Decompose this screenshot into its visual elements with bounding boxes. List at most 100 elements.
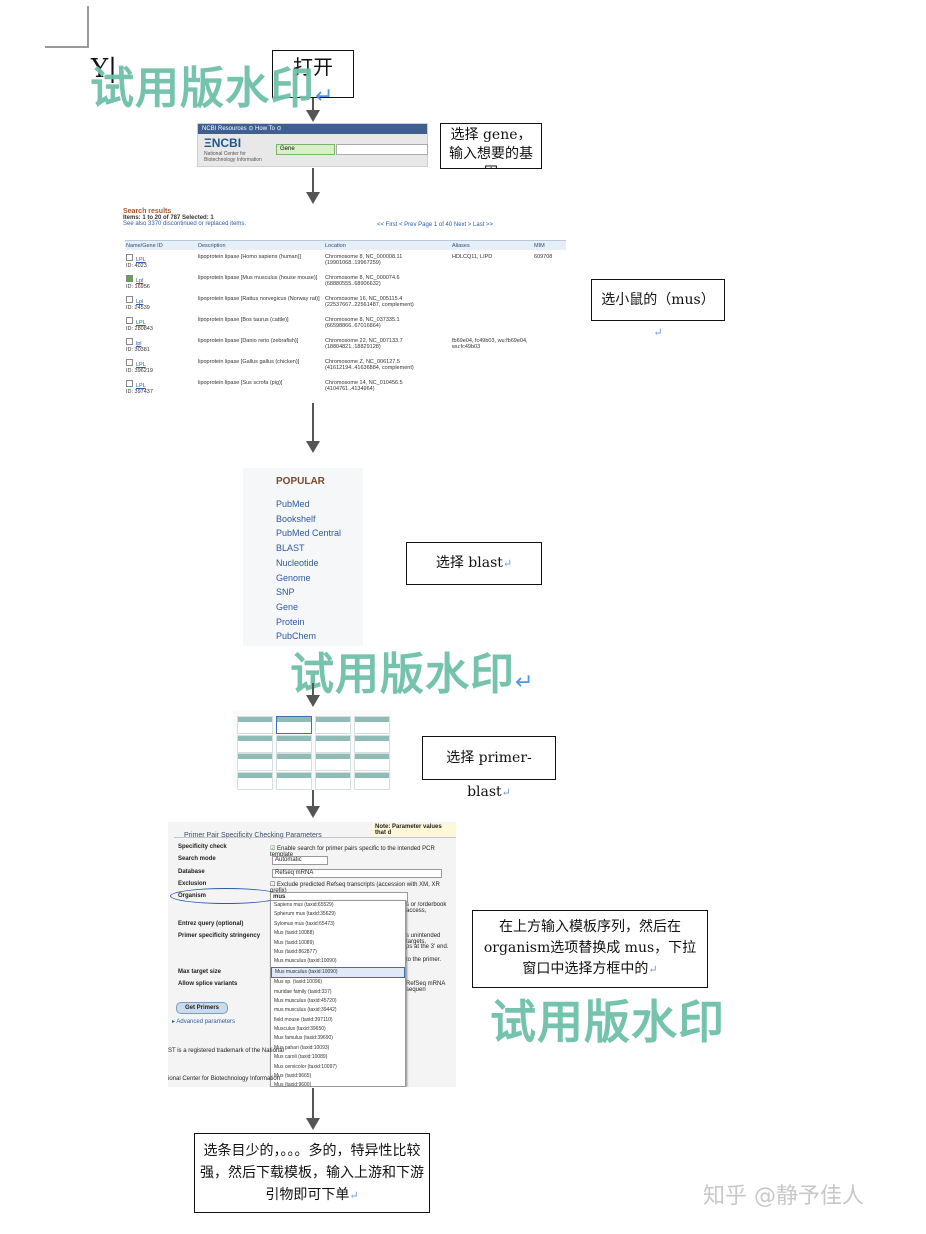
specificity-checkbox-text[interactable]: ☑ Enable search for primer pairs specifi… [270, 846, 435, 858]
dropdown-option[interactable]: Sapiens mus (taxid:65529) [274, 902, 334, 908]
specialized-search-tile[interactable] [276, 771, 312, 790]
specialized-search-tile[interactable] [237, 771, 273, 790]
row-checkbox[interactable] [126, 317, 133, 324]
specialized-search-tile[interactable] [354, 734, 390, 753]
popular-item[interactable]: Bookshelf [276, 513, 316, 524]
advanced-label: Advanced parameters [176, 1019, 236, 1025]
text-cursor: Y| [91, 54, 117, 84]
dropdown-option[interactable]: Mus (taxid:10089) [274, 939, 315, 946]
gene-link[interactable]: LPL [136, 257, 146, 263]
ncbi-database-select[interactable]: Gene [276, 144, 335, 155]
dropdown-option-selected[interactable]: Mus musculus (taxid:10090) [271, 966, 405, 979]
specialized-search-tile[interactable] [354, 753, 390, 771]
primer-blast-tile[interactable] [276, 716, 312, 734]
step-gene-text: 选择 gene，输入想要的基因 [449, 127, 533, 168]
dropdown-option[interactable]: muridae family (taxid:337) [274, 988, 332, 995]
exclusion-checkbox[interactable]: ☐ Exclude predicted Refseq transcripts (… [270, 882, 440, 894]
description-cell: lipoprotein lipase [Rattus norvegicus (N… [198, 296, 320, 302]
database-select[interactable]: Refseq mRNA [272, 869, 442, 878]
row-checkbox[interactable] [126, 296, 133, 303]
arrow-2 [306, 168, 320, 204]
label-specificity: Specificity check [178, 844, 227, 850]
dropdown-option[interactable]: Mus musculus (taxid:45720) [274, 997, 337, 1004]
mim-cell [533, 356, 566, 377]
step-organism-text: 在上方输入模板序列，然后在organism选项替换成 mus，下拉窗口中选择方框… [483, 919, 697, 977]
dropdown-option[interactable]: Mus caroli (taxid:10089) [274, 1054, 328, 1061]
dropdown-option[interactable]: Mus pahari (taxid:10093) [274, 1044, 330, 1051]
dropdown-option[interactable]: Mus (taxid:862877) [274, 948, 317, 955]
gene-link[interactable]: Lpl [136, 299, 144, 305]
gene-id: ID: 16956 [126, 284, 150, 290]
dropdown-option[interactable]: mus musculus (taxid:39442) [274, 1007, 337, 1014]
dropdown-option[interactable]: Mus (taxid:9665) [274, 1073, 312, 1080]
arrow-4 [306, 683, 320, 707]
popular-item[interactable]: Nucleotide [276, 557, 319, 568]
row-checkbox[interactable] [126, 338, 133, 345]
row-checkbox[interactable] [126, 380, 133, 387]
specialized-search-tile[interactable] [276, 753, 312, 771]
popular-item[interactable]: Genome [276, 572, 311, 583]
specialized-search-tile[interactable] [354, 716, 390, 734]
popular-item[interactable]: SNP [276, 587, 295, 598]
specialized-search-tile[interactable] [315, 771, 351, 790]
search-mode-select[interactable]: Automatic [272, 856, 328, 865]
col-location: Location [325, 242, 346, 249]
ncbi-header-screenshot: NCBI Resources ⊙ How To ⊙ ΞNCBI National… [197, 123, 428, 167]
gene-link[interactable]: LPL [136, 383, 146, 389]
row-checkbox[interactable] [126, 275, 133, 282]
popular-item[interactable]: PubMed [276, 499, 310, 509]
specialized-search-tile[interactable] [237, 716, 273, 734]
gene-id: ID: 396219 [126, 368, 153, 374]
gene-id: ID: 280843 [126, 326, 153, 332]
specialized-search-tile[interactable] [315, 753, 351, 771]
gene-link[interactable]: Lpl [136, 278, 144, 284]
dropdown-option[interactable]: Mus famulus (taxid:39690) [274, 1035, 333, 1042]
dropdown-option[interactable]: Spherum mus (taxid:35629) [274, 911, 336, 918]
popular-item[interactable]: Gene [276, 601, 299, 612]
specialized-search-tile[interactable] [237, 753, 273, 771]
advanced-params-link[interactable]: ▸ Advanced parameters [172, 1019, 236, 1025]
specialized-search-tile[interactable] [354, 771, 390, 790]
popular-item[interactable]: PubMed Central [276, 528, 342, 539]
organism-dropdown[interactable]: Sapiens mus (taxid:65529) Spherum mus (ta… [270, 900, 406, 1087]
dropdown-option[interactable]: Sylomus mus (taxid:65473) [274, 920, 335, 927]
hint-1: s or /orderbook access, [406, 902, 447, 914]
gene-link[interactable]: LPL [136, 320, 146, 326]
location-cell: Chromosome 22, NC_007133.7 (18804821..18… [325, 338, 403, 350]
popular-item[interactable]: BLAST [276, 543, 305, 554]
dropdown-option[interactable]: Mus (taxid:10088) [274, 930, 315, 937]
dropdown-option[interactable]: Musculus (taxid:39650) [274, 1026, 326, 1033]
step-blast-text: 选择 blast [435, 555, 503, 571]
popular-item[interactable]: PubChem [276, 631, 317, 642]
row-checkbox[interactable] [126, 254, 133, 261]
dropdown-option[interactable]: Mus musculus (taxid:10090) [274, 958, 337, 965]
results-pager[interactable]: << First < Prev Page 1 of 40 Next > Last… [377, 222, 494, 228]
aliases-cell [451, 377, 533, 398]
popular-item[interactable]: Protein [276, 616, 305, 627]
specialized-search-tile[interactable] [315, 716, 351, 734]
dropdown-option[interactable]: Mus sp. (taxid:10096) [274, 979, 323, 986]
specialized-search-tile[interactable] [276, 734, 312, 753]
ncbi-search-input[interactable] [336, 144, 428, 155]
step-blast-box: 选择 blast↵ [406, 542, 542, 585]
gene-link[interactable]: lpl [136, 341, 142, 347]
dropdown-option[interactable]: Mus cervicolor (taxid:10097) [274, 1063, 337, 1070]
specialized-search-tile[interactable] [315, 734, 351, 753]
dropdown-option[interactable]: Mus (taxid:9600) [274, 1082, 312, 1087]
specialized-search-tile[interactable] [237, 734, 273, 753]
gene-link[interactable]: LPL [136, 362, 146, 368]
col-mim: MIM [534, 242, 545, 249]
ncbi-menu: NCBI Resources ⊙ How To ⊙ [198, 124, 427, 134]
row-checkbox[interactable] [126, 359, 133, 366]
watermark-2: 试用版水印↵ [290, 649, 535, 700]
dropdown-option[interactable]: field mouse (taxid:397110) [274, 1016, 333, 1023]
get-primers-button[interactable]: Get Primers [176, 1002, 228, 1014]
